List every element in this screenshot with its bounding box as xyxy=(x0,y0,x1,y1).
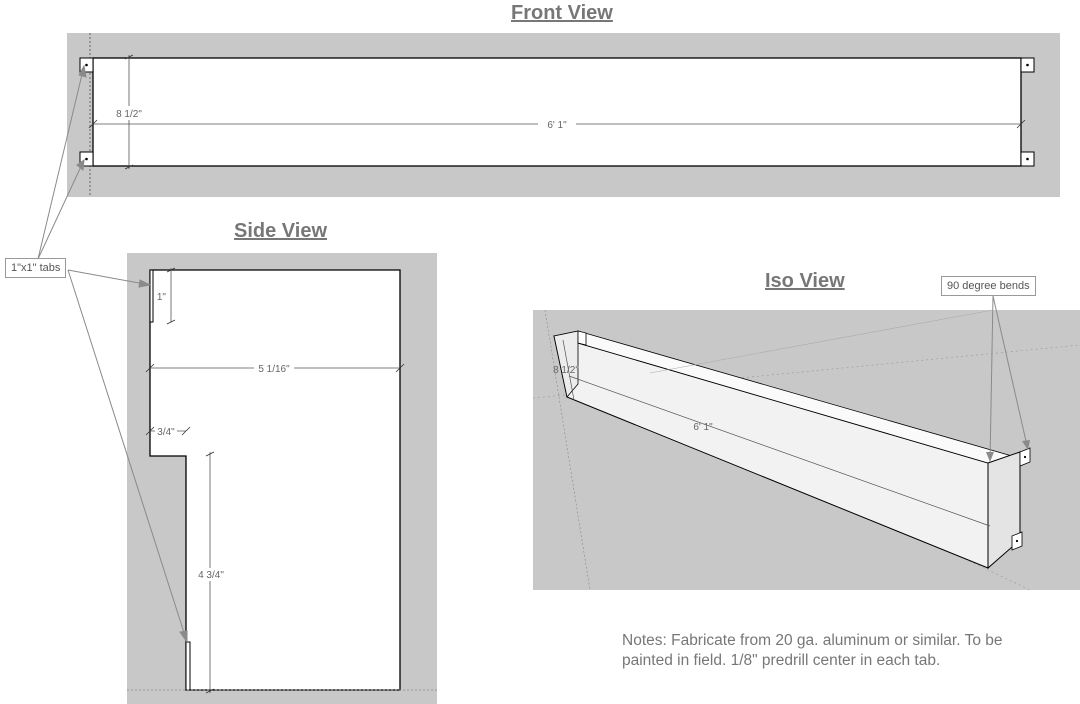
iso-view: 8 1/2" 6' 1" xyxy=(532,295,1080,591)
bends-callout: 90 degree bends xyxy=(941,276,1036,296)
front-view-title: Front View xyxy=(511,2,613,24)
side-lower-dim: 4 3/4" xyxy=(198,570,224,581)
tabs-callout-leaders xyxy=(37,64,188,644)
front-view: 8 1/2" 6' 1" xyxy=(67,33,1060,197)
side-step-dim: 3/4" xyxy=(157,427,175,438)
side-tab-bottom xyxy=(185,641,191,691)
front-panel xyxy=(92,57,1022,167)
iso-height-dim: 8 1/2" xyxy=(553,365,579,376)
side-tab-top xyxy=(149,269,154,323)
iso-width-dim: 6' 1" xyxy=(693,422,713,433)
fabrication-notes: Notes: Fabricate from 20 ga. aluminum or… xyxy=(622,632,1003,669)
front-height-dim: 8 1/2" xyxy=(116,109,142,120)
side-tab-dim: 1" xyxy=(157,292,167,303)
side-depth-dim: 5 1/16" xyxy=(258,364,290,375)
side-view-title: Side View xyxy=(234,220,328,242)
side-view: 1" 5 1/16" 3/4" 4 3/4" xyxy=(127,253,437,704)
front-width-dim: 6' 1" xyxy=(547,120,567,131)
iso-view-title: Iso View xyxy=(765,270,845,292)
side-profile xyxy=(149,269,401,691)
tabs-callout: 1"x1" tabs xyxy=(5,258,67,278)
